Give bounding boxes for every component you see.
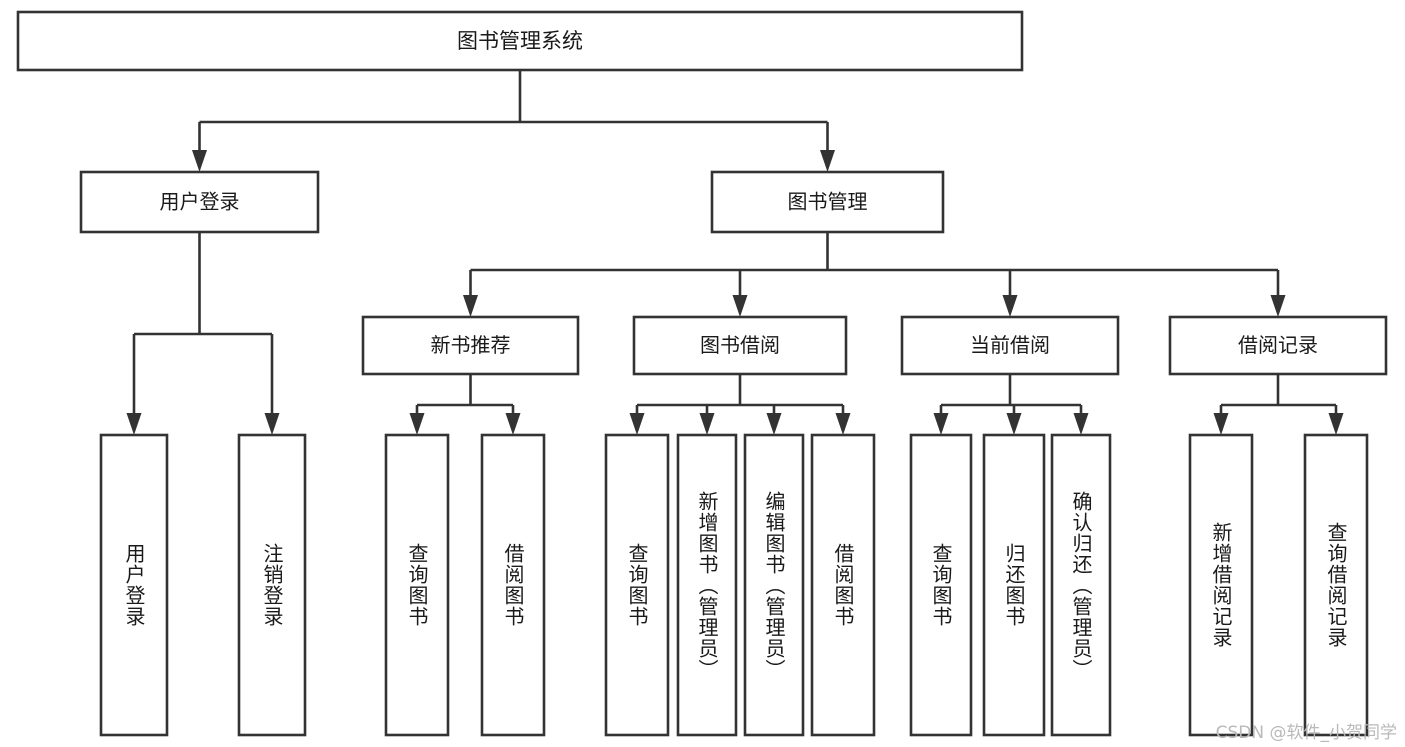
root-branch-1-arrowhead (820, 150, 835, 172)
node-level1-1[interactable] (710, 170, 945, 234)
book-manage-branch-2-arrowhead (1002, 295, 1018, 317)
node-box-layer (16, 10, 1388, 737)
node-level2-2-label: 当前借阅 (970, 333, 1050, 357)
node-level2-1[interactable] (632, 315, 848, 376)
node-leaf-0[interactable] (99, 433, 169, 737)
borrow-record-branch-0-arrowhead (1213, 413, 1229, 435)
book-borrow-branch-2-arrowhead (766, 413, 782, 435)
node-level2-0[interactable] (361, 315, 580, 376)
new-book-branch-1-arrowhead (505, 413, 521, 435)
node-level1-0-label: 用户登录 (160, 190, 240, 214)
book-borrow-branch-3-arrowhead (835, 413, 851, 435)
node-leaf-1[interactable] (237, 433, 307, 737)
node-level2-0-label: 新书推荐 (431, 333, 511, 357)
node-leaf-4[interactable] (604, 433, 670, 737)
node-leaf-11[interactable] (1188, 433, 1254, 737)
node-leaf-3[interactable] (480, 433, 546, 737)
node-root-system[interactable] (16, 10, 1024, 72)
borrow-record-branch-1-arrowhead (1328, 413, 1344, 435)
book-borrow-branch-1-arrowhead (699, 413, 715, 435)
root-branch-0-arrowhead (192, 150, 207, 172)
node-leaf-9[interactable] (982, 433, 1046, 737)
user-login-branch-1-arrowhead (264, 413, 280, 435)
node-level2-2[interactable] (900, 315, 1120, 376)
node-leaf-5[interactable] (676, 433, 738, 737)
node-level2-3-label: 借阅记录 (1238, 333, 1318, 357)
connector-layer (126, 70, 1344, 435)
node-root-system-label: 图书管理系统 (457, 29, 583, 53)
watermark: CSDN @软件_小贺同学 (1215, 723, 1397, 743)
current-borrow-branch-2-arrowhead (1073, 413, 1089, 435)
node-level1-0[interactable] (79, 170, 320, 234)
node-level2-3[interactable] (1168, 315, 1388, 376)
new-book-branch-0-arrowhead (409, 413, 425, 435)
node-leaf-2[interactable] (384, 433, 450, 737)
node-level1-1-label: 图书管理 (788, 190, 868, 214)
book-manage-branch-1-arrowhead (732, 295, 748, 317)
node-leaf-10[interactable] (1050, 433, 1112, 737)
node-level2-1-label: 图书借阅 (700, 333, 780, 357)
node-leaf-6[interactable] (743, 433, 805, 737)
node-leaf-12[interactable] (1303, 433, 1369, 737)
current-borrow-branch-1-arrowhead (1006, 413, 1022, 435)
book-borrow-branch-0-arrowhead (629, 413, 645, 435)
current-borrow-branch-0-arrowhead (933, 413, 949, 435)
book-manage-branch-3-arrowhead (1270, 295, 1286, 317)
book-manage-branch-0-arrowhead (463, 295, 478, 317)
node-leaf-7[interactable] (810, 433, 876, 737)
user-login-branch-0-arrowhead (126, 413, 142, 435)
node-leaf-8[interactable] (909, 433, 973, 737)
